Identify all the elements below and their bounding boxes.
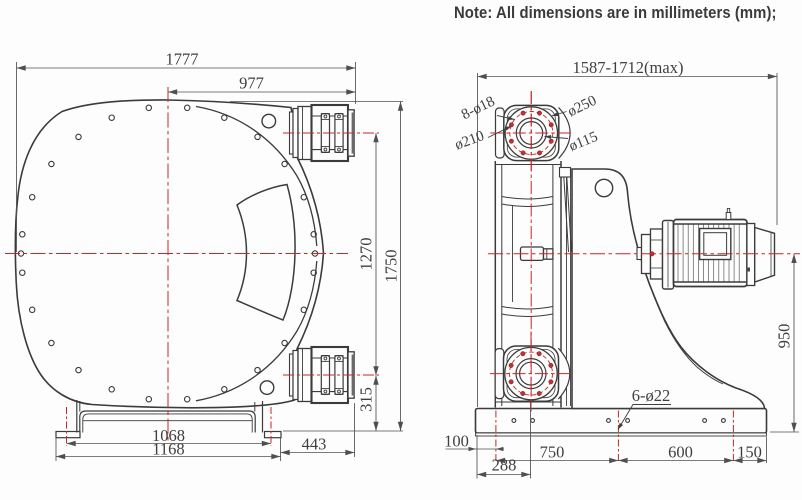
drawing-line <box>563 176 569 253</box>
base-plate-lip <box>475 432 767 437</box>
dim-overall-width: 1777 <box>166 50 199 69</box>
cover-bolt-hole <box>19 231 26 238</box>
motor-drain <box>746 267 750 272</box>
dim-hole-span-a: 750 <box>540 443 565 462</box>
drawing-path <box>501 306 553 310</box>
cover-bolt-hole <box>145 395 153 403</box>
dim-flange-offset: 288 <box>492 456 517 475</box>
pedestal-hole <box>594 178 614 198</box>
dim-axis-height: 950 <box>775 324 794 349</box>
cover-bolt-hole <box>221 114 228 121</box>
cover-edge-top-right <box>195 105 318 247</box>
dim-base-to-port: 443 <box>302 435 327 454</box>
cover-bolt-hole <box>310 269 317 276</box>
drawing-path <box>501 313 553 317</box>
pedestal <box>571 168 766 410</box>
label-bolt-circle: ø210 <box>453 128 487 153</box>
note-text: Note: All dimensions are in millimeters … <box>454 3 777 22</box>
cover-bolt-hole <box>281 339 288 347</box>
terminal-box <box>698 227 732 261</box>
centerlines <box>5 87 800 463</box>
cover-bolt-holes <box>17 104 319 403</box>
drawing-path <box>79 410 256 433</box>
base-plate <box>474 407 768 434</box>
fan-cover <box>754 226 776 283</box>
cover-bolt-hole <box>183 104 191 112</box>
dim-port-spacing: 1270 <box>357 238 376 271</box>
label-flange-bore: ø115 <box>567 129 600 155</box>
drawing-circle <box>606 418 611 423</box>
drawing-rect <box>55 430 81 439</box>
label-bolt-holes: 8-ø18 <box>459 94 497 124</box>
drawing-path <box>501 196 553 200</box>
dim-total-height: 1750 <box>382 250 401 283</box>
motor-end-ring <box>746 222 756 287</box>
cover-bolt-hole <box>281 160 288 168</box>
motor-vent <box>725 212 732 220</box>
leader-od <box>551 111 567 117</box>
cover-bolt-hole <box>254 133 261 141</box>
drawing-group <box>487 111 671 430</box>
drawing-polygon <box>468 446 476 452</box>
dim-hole-to-edge: 150 <box>737 443 762 462</box>
drawing-path <box>501 203 553 207</box>
cover-bolt-hole <box>28 193 36 201</box>
cover-bolt-hole <box>28 306 36 314</box>
dim-overall-length: 1587-1712(max) <box>573 58 684 77</box>
drawing-circle <box>511 418 517 423</box>
drawing-circle <box>720 418 726 423</box>
drawing-circle <box>625 418 631 423</box>
cover-bolt-hole <box>310 231 317 238</box>
cover-bolt-hole <box>183 395 191 403</box>
dim-center-to-port: 977 <box>239 74 264 93</box>
dimensions <box>16 62 799 479</box>
gearbox-shaft <box>636 246 643 261</box>
cover-bolt-hole <box>145 104 153 112</box>
cover-bolt-hole <box>300 306 308 314</box>
front-view <box>14 99 356 439</box>
cover-bolt-hole <box>19 269 26 276</box>
dim-base-width: 1168 <box>152 440 184 459</box>
casing-hole-bottom <box>259 380 275 396</box>
drive-unit <box>636 208 776 290</box>
label-flange-od: ø250 <box>565 93 599 121</box>
drawing-circle <box>702 418 708 423</box>
cover-edge-bottom-right <box>195 260 318 402</box>
leader-bolt-circle <box>487 125 512 138</box>
dim-foot-centers: 1068 <box>152 426 185 445</box>
dim-hole-span-b: 600 <box>668 443 693 462</box>
cover-bolt-hole <box>254 366 261 374</box>
motor-vent-cap <box>726 208 731 213</box>
side-view <box>474 90 776 437</box>
cover-bolt-hole <box>75 133 82 141</box>
cover-bolt-hole <box>108 114 115 121</box>
casing-hole-top <box>261 113 277 129</box>
leader-base-holes <box>617 404 671 430</box>
leader-bolt-holes <box>496 115 515 121</box>
label-base-holes: 6-ø22 <box>632 386 671 405</box>
cover-bolt-hole <box>48 339 55 347</box>
drawing-polygon <box>495 446 504 452</box>
cover-bolt-hole <box>300 193 308 201</box>
drawing-line <box>566 176 572 253</box>
base-anchor-holes <box>511 418 726 423</box>
drawing-rect <box>263 430 282 439</box>
terminal-box-inner <box>703 232 728 256</box>
dim-port-to-base: 315 <box>357 387 376 412</box>
cover-bolt-hole <box>108 386 115 393</box>
cover-bolt-hole <box>221 386 228 393</box>
drawing-rect <box>558 166 572 178</box>
leader-bore <box>544 135 569 140</box>
pedestal-rib <box>644 271 724 385</box>
cover-bolt-hole <box>75 366 82 374</box>
cover-bolt-hole <box>48 160 55 168</box>
dim-edge-to-hole: 100 <box>444 432 469 451</box>
